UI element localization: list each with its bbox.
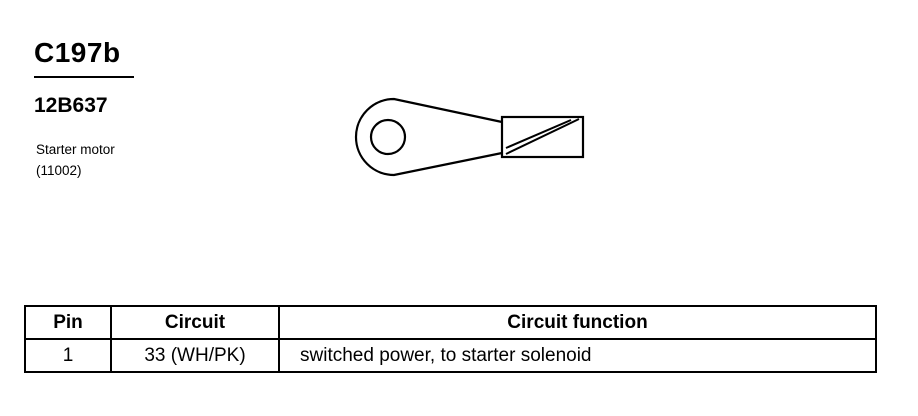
connector-id: C197b bbox=[34, 37, 121, 68]
pin-table-header-row: Pin Circuit Circuit function bbox=[24, 305, 877, 340]
circuit-cell: 33 (WH/PK) bbox=[110, 338, 280, 373]
component-name: Starter motor bbox=[36, 142, 115, 157]
circuit-function-column-header: Circuit function bbox=[278, 305, 877, 340]
part-number: 12B637 bbox=[34, 94, 108, 117]
terminal-wire-stripe bbox=[505, 119, 572, 149]
pin-table: Pin Circuit Circuit function 1 33 (WH/PK… bbox=[24, 305, 877, 373]
circuit-function-cell: switched power, to starter solenoid bbox=[278, 338, 877, 373]
pin-cell: 1 bbox=[24, 338, 112, 373]
circuit-column-header: Circuit bbox=[110, 305, 280, 340]
ring-terminal-hole bbox=[369, 118, 407, 156]
ring-terminal-icon bbox=[354, 97, 585, 177]
connector-id-underline bbox=[34, 76, 134, 78]
terminal-wire-stripe bbox=[505, 118, 580, 155]
table-row: 1 33 (WH/PK) switched power, to starter … bbox=[24, 338, 877, 373]
ring-terminal-outline bbox=[354, 97, 503, 177]
pin-column-header: Pin bbox=[24, 305, 112, 340]
component-code: (11002) bbox=[36, 163, 82, 178]
